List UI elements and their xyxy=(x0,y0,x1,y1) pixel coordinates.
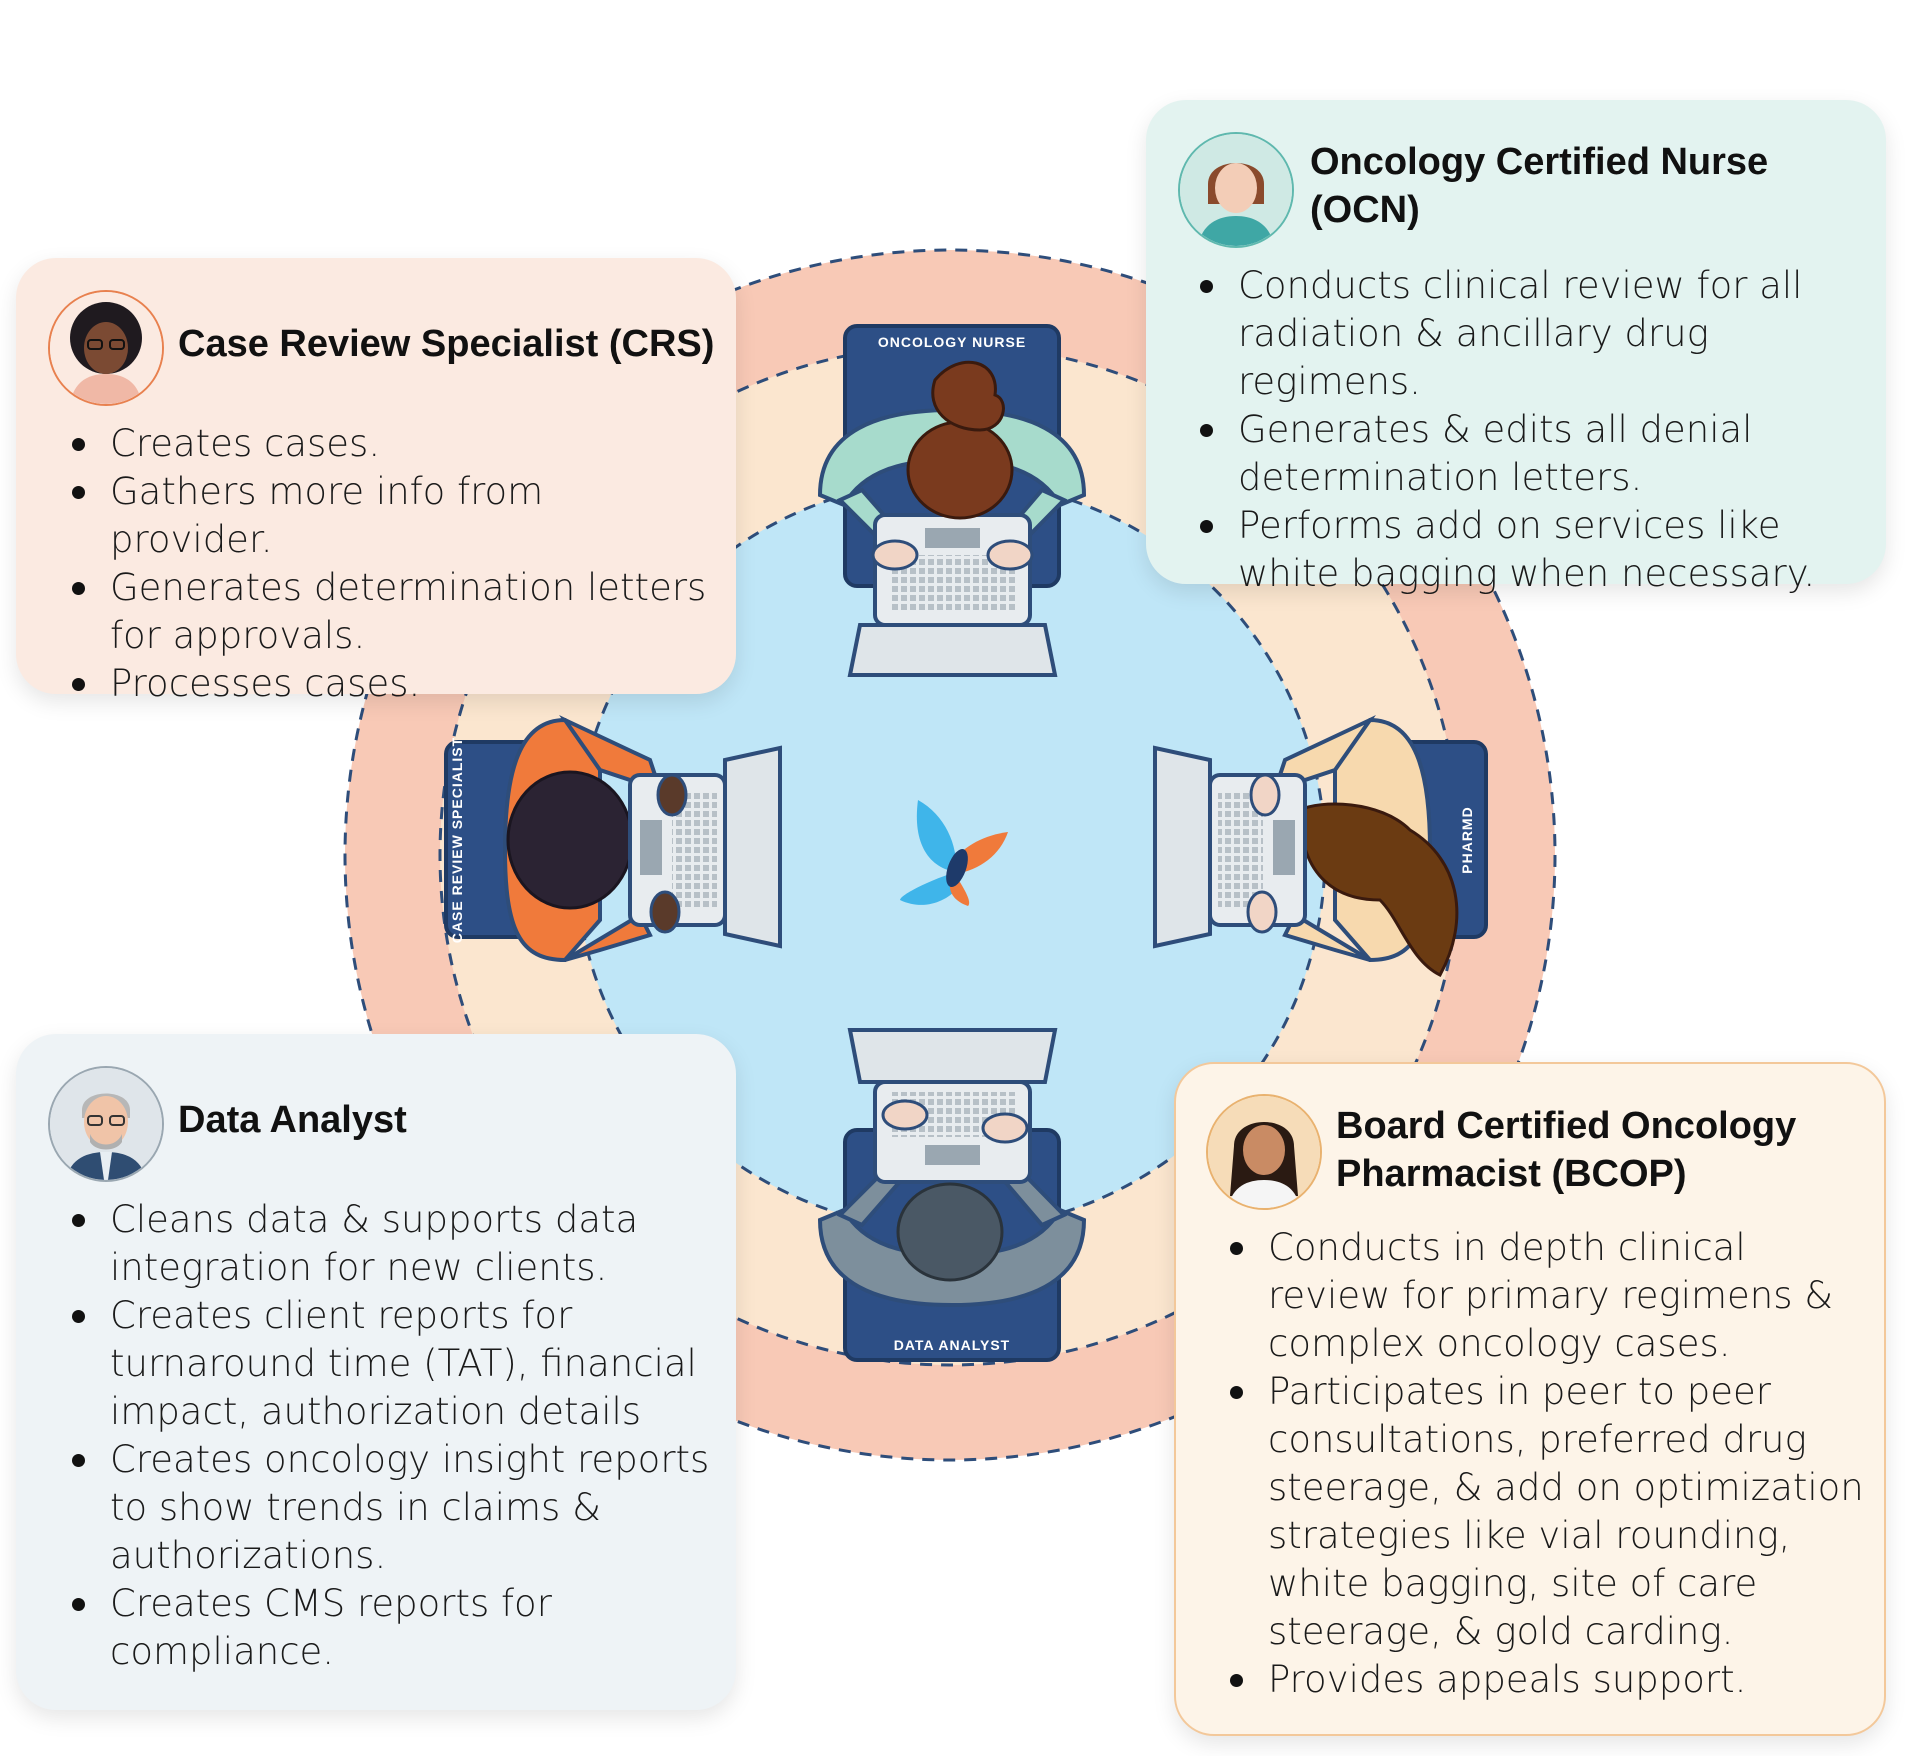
role-bullets: Conducts clinical review for all radiati… xyxy=(1200,262,1870,598)
analyst-laptop-screen xyxy=(847,1028,1058,1084)
list-item: Conducts clinical review for all radiati… xyxy=(1200,262,1870,406)
butterfly-logo-icon xyxy=(900,800,1008,906)
role-title: Data Analyst xyxy=(178,1099,407,1141)
pharmd-laptop-screen xyxy=(1153,745,1212,949)
desk-label-bottom: DATA ANALYST xyxy=(894,1337,1010,1353)
list-item: Creates client reports for turnaround ti… xyxy=(72,1292,712,1436)
woman-glasses-avatar-icon xyxy=(48,290,164,406)
list-item: Cleans data & supports data integration … xyxy=(72,1196,712,1292)
list-item: Generates determination letters for appr… xyxy=(72,564,712,660)
nurse-workstation: ONCOLOGY NURSE xyxy=(817,324,1087,677)
role-bullets: Creates cases. Gathers more info from pr… xyxy=(72,420,712,708)
role-title: Oncology Certified Nurse (OCN) xyxy=(1310,141,1769,231)
card-board-certified-oncology-pharmacist: Board Certified Oncology Pharmacist (BCO… xyxy=(1174,1062,1886,1736)
list-item: Generates & edits all denial determinati… xyxy=(1200,406,1870,502)
pharmacist-avatar-icon xyxy=(1206,1094,1322,1210)
desk-label-top: ONCOLOGY NURSE xyxy=(878,334,1026,350)
list-item: Conducts in depth clinical review for pr… xyxy=(1230,1224,1870,1368)
card-data-analyst: Data Analyst Cleans data & supports data… xyxy=(16,1034,736,1710)
crs-laptop-screen xyxy=(723,745,782,949)
card-oncology-certified-nurse: Oncology Certified Nurse (OCN) Conducts … xyxy=(1146,100,1886,595)
man-glasses-avatar-icon xyxy=(48,1066,164,1182)
list-item: Processes cases. xyxy=(72,660,712,708)
role-bullets: Conducts in depth clinical review for pr… xyxy=(1230,1224,1870,1704)
role-bullets: Cleans data & supports data integration … xyxy=(72,1196,712,1676)
list-item: Creates CMS reports for compliance. xyxy=(72,1580,712,1676)
role-title: Case Review Specialist (CRS) xyxy=(178,323,715,365)
list-item: Performs add on services like white bagg… xyxy=(1200,502,1870,598)
list-item: Creates cases. xyxy=(72,420,712,468)
role-title: Board Certified Oncology Pharmacist (BCO… xyxy=(1336,1105,1797,1195)
pharmd-head xyxy=(1298,802,1459,977)
crs-head xyxy=(506,770,634,910)
desk-label-right: PHARMD xyxy=(1459,806,1475,873)
outer-ring-border xyxy=(343,248,1557,1462)
analyst-head xyxy=(896,1182,1004,1282)
nurse-head xyxy=(906,420,1014,520)
list-item: Provides appeals support. xyxy=(1230,1656,1870,1704)
nurse-laptop-screen xyxy=(847,623,1058,677)
desk-label-left: CASE REVIEW SPECIALIST xyxy=(449,737,465,943)
list-item: Creates oncology insight reports to show… xyxy=(72,1436,712,1580)
list-item: Gathers more info from provider. xyxy=(72,468,712,564)
card-case-review-specialist: Case Review Specialist (CRS) Creates cas… xyxy=(16,258,736,705)
case-review-specialist-workstation: CASE REVIEW SPECIALIST xyxy=(444,714,782,963)
data-analyst-workstation: DATA ANALYST xyxy=(817,1028,1087,1362)
nurse-avatar-icon xyxy=(1178,132,1294,248)
pharmacist-workstation: PHARMD xyxy=(1153,714,1488,977)
list-item: Participates in peer to peer consultatio… xyxy=(1230,1368,1870,1656)
